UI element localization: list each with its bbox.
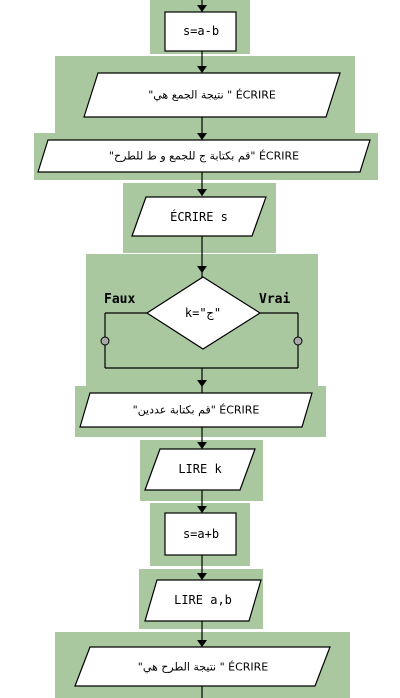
arrowhead — [197, 640, 207, 647]
node-n2-label: "نتيجة الجمع هي " ÉCRIRE — [148, 88, 276, 102]
node-n4-shape — [131, 196, 267, 237]
branch-dot-vrai — [293, 336, 303, 346]
node-n6-label: "قم بكتابة عددين" ÉCRIRE — [132, 403, 260, 417]
node-n8-label: s=a+b — [182, 527, 220, 541]
node-n6-shape — [79, 392, 313, 428]
arrowhead — [197, 5, 207, 12]
decision-no-label: Faux — [104, 292, 136, 307]
node-n7-label: LIRE k — [178, 462, 222, 476]
arrowhead — [197, 189, 207, 196]
node-n8-shape — [164, 512, 237, 556]
arrowhead — [197, 133, 207, 140]
arrowhead — [197, 442, 207, 449]
node-n3-shape — [37, 139, 371, 173]
node-n9-label: LIRE a,b — [174, 593, 232, 607]
arrowhead — [197, 66, 207, 73]
arrowhead — [197, 266, 207, 273]
node-n5-shape — [145, 276, 262, 350]
node-n9-shape — [144, 579, 262, 622]
node-n10-label: "نتيجة الطرح هي " ÉCRIRE — [137, 660, 269, 674]
node-n2-shape — [83, 72, 341, 118]
node-n7-shape — [144, 448, 256, 491]
node-n10-shape — [74, 646, 331, 687]
node-n1-label: s=a-b — [182, 24, 220, 38]
arrowhead — [197, 506, 207, 513]
arrowhead — [197, 380, 207, 387]
node-n4-label: ÉCRIRE s — [170, 210, 228, 224]
node-n1-shape — [164, 11, 237, 52]
node-n5-label: k="ج" — [184, 306, 222, 320]
arrowhead — [197, 573, 207, 580]
node-n3-label: "قم بكتابة ج للجمع و ط للطرح" ÉCRIRE — [108, 149, 300, 163]
decision-yes-label: Vrai — [259, 292, 291, 307]
branch-dot-faux — [100, 336, 110, 346]
